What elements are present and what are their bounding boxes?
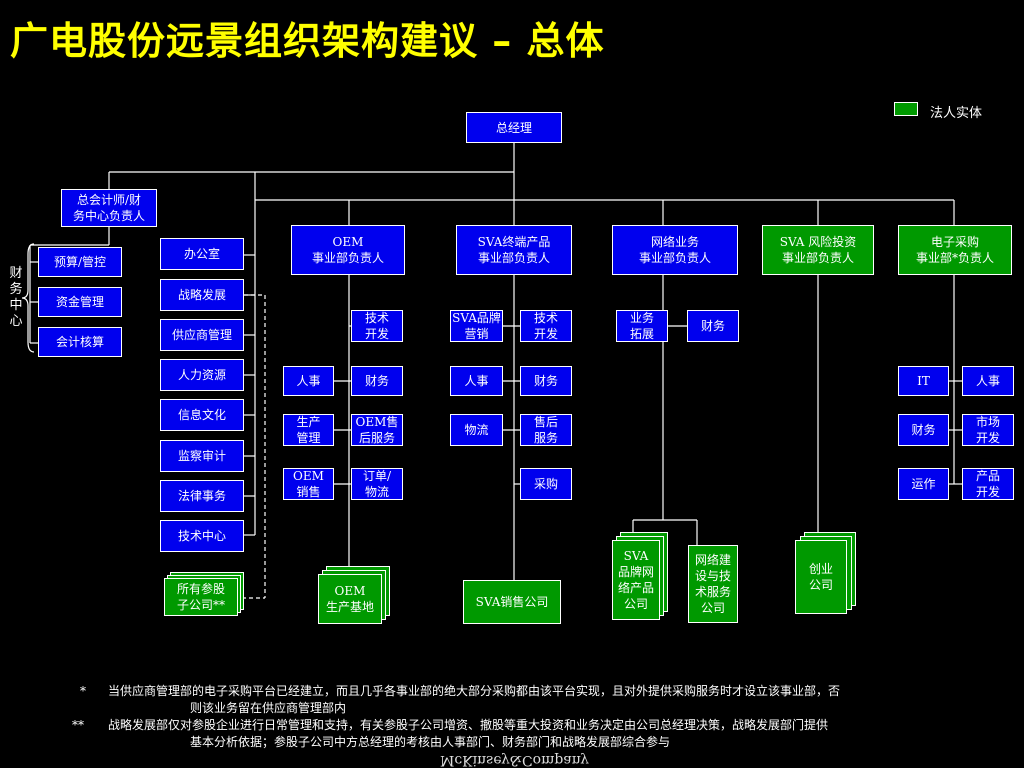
network-sva-product-company-box: SVA 品牌网 络产品 公司 [612,540,660,620]
oem-sales-box: OEM 销售 [283,468,334,500]
legend-swatch [894,102,918,116]
supplier-mgmt-box: 供应商管理 [160,319,244,351]
sva-tech-dev-box: 技术 开发 [520,310,572,342]
audit-box: 监察审计 [160,440,244,472]
footnote-mark-2: ** [72,718,84,732]
eprocurement-division-head-box: 电子采购 事业部*负责人 [898,225,1012,275]
oem-after-sales-box: OEM售 后服务 [351,414,403,446]
sva-sales-company-box: SVA销售公司 [463,580,561,624]
ep-it-box: IT [898,366,949,396]
network-finance-box: 财务 [687,310,739,342]
legal-box: 法律事务 [160,480,244,512]
office-box: 办公室 [160,238,244,270]
sva-hr-box: 人事 [450,366,503,396]
footnote-1-line-1: 当供应商管理部的电子采购平台已经建立，而且几乎各事业部的绝大部分采购都由该平台实… [108,684,841,698]
oem-production-base-box: OEM 生产基地 [318,574,382,624]
oem-finance-box: 财务 [351,366,403,396]
subsidiaries-box: 所有参股 子公司** [164,578,238,616]
strategy-box: 战略发展 [160,279,244,311]
sva-finance-box: 财务 [520,366,572,396]
sva-logistics-box: 物流 [450,414,503,446]
network-division-head-box: 网络业务 事业部负责人 [612,225,738,275]
footnote-2-line-1: 战略发展部仅对参股企业进行日常管理和支持，有关参股子公司增资、撤股等重大投资和业… [108,718,829,732]
sva-after-sales-box: 售后 服务 [520,414,572,446]
oem-production-box: 生产 管理 [283,414,334,446]
oem-order-logistics-box: 订单/ 物流 [351,468,403,500]
ep-hr-box: 人事 [962,366,1014,396]
footnote-1-line-2: 则该业务留在供应商管理部内 [190,701,347,715]
oem-tech-dev-box: 技术 开发 [351,310,403,342]
finance-center-label: 财 务 中 心 [9,266,23,329]
budget-box: 预算/管控 [38,247,122,277]
oem-division-head-box: OEM 事业部负责人 [291,225,405,275]
legend-label: 法人实体 [930,106,983,121]
ep-finance-box: 财务 [898,414,949,446]
footnote-mark-1: * [80,684,86,698]
sva-brand-marketing-box: SVA品牌 营销 [450,310,503,342]
page-title: 广电股份远景组织架构建议 – 总体 [10,19,605,63]
startup-company-box: 创业 公司 [795,540,847,614]
tech-center-box: 技术中心 [160,520,244,552]
vc-division-head-box: SVA 风险投资 事业部负责人 [762,225,874,275]
mckinsey-footer: McKinsey&Company [440,752,589,768]
ep-operations-box: 运作 [898,468,949,500]
funds-box: 资金管理 [38,287,122,317]
cfo-box: 总会计师/财 务中心负责人 [61,189,157,227]
ep-product-dev-box: 产品 开发 [962,468,1014,500]
network-service-company-box: 网络建 设与技 术服务 公司 [688,545,738,623]
info-culture-box: 信息文化 [160,399,244,431]
oem-hr-box: 人事 [283,366,334,396]
network-biz-dev-box: 业务 拓展 [616,310,668,342]
sva-division-head-box: SVA终端产品 事业部负责人 [456,225,572,275]
hr-box: 人力资源 [160,359,244,391]
accounting-box: 会计核算 [38,327,122,357]
sva-purchasing-box: 采购 [520,468,572,500]
ep-market-dev-box: 市场 开发 [962,414,1014,446]
footnote-2-line-2: 基本分析依据；参股子公司中方总经理的考核由人事部门、财务部门和战略发展部综合参与 [190,735,671,749]
general-manager-box: 总经理 [466,112,562,143]
